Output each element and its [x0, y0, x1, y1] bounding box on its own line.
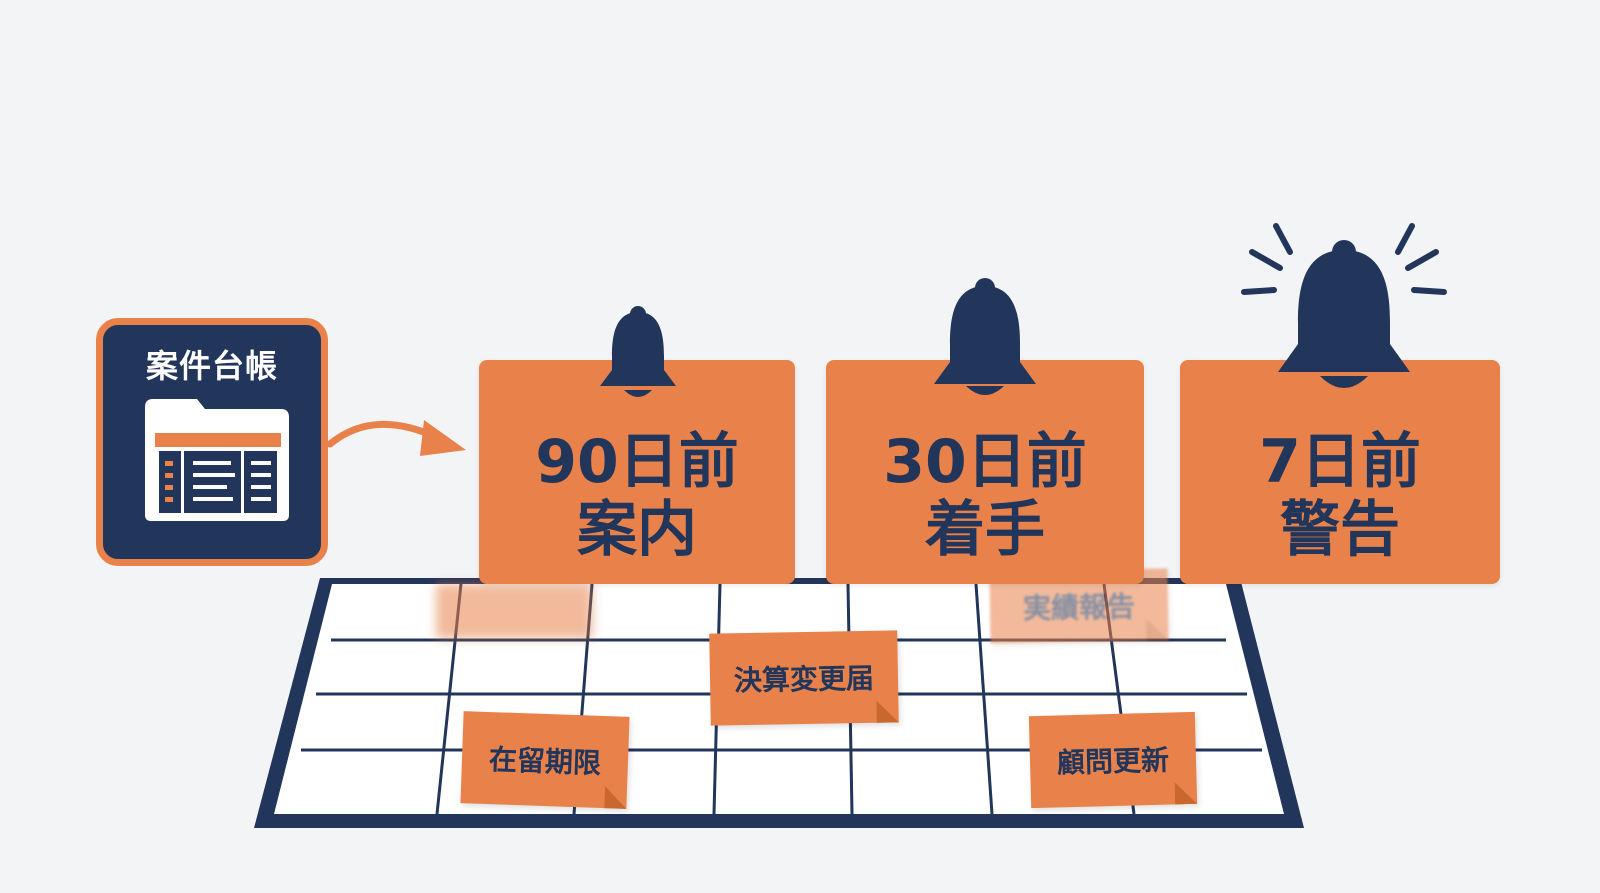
ledger-title: 案件台帳 — [145, 347, 278, 385]
alert-days: 90日前 — [535, 427, 739, 497]
task-note-zairyu[interactable]: 在留期限 — [460, 711, 630, 809]
bell-icon — [934, 278, 1036, 395]
bell-icon — [600, 306, 676, 397]
blurred-task-note — [436, 584, 592, 638]
alert-card-90[interactable]: 90日前 案内 — [479, 360, 795, 584]
ringing-bell-icon — [1241, 223, 1447, 388]
case-ledger-card[interactable]: 案件台帳 — [96, 318, 328, 566]
task-label: 決算変更届 — [733, 661, 875, 698]
task-label: 顧問更新 — [1056, 743, 1170, 780]
folder-table-icon — [145, 399, 289, 521]
task-note-komon[interactable]: 顧問更新 — [1028, 711, 1198, 809]
flow-arrow — [326, 420, 466, 456]
alert-action: 警告 — [1280, 495, 1400, 565]
task-note-kessan[interactable]: 決算変更届 — [709, 630, 899, 726]
task-label: 在留期限 — [488, 743, 602, 780]
alert-days: 7日前 — [1259, 427, 1421, 497]
task-label: 実績報告 — [1022, 590, 1136, 625]
alert-action: 案内 — [577, 495, 697, 565]
alert-action: 着手 — [925, 495, 1045, 565]
alert-card-30[interactable]: 30日前 着手 — [826, 360, 1144, 584]
alert-card-7[interactable]: 7日前 警告 — [1180, 360, 1500, 584]
alert-days: 30日前 — [883, 427, 1087, 497]
